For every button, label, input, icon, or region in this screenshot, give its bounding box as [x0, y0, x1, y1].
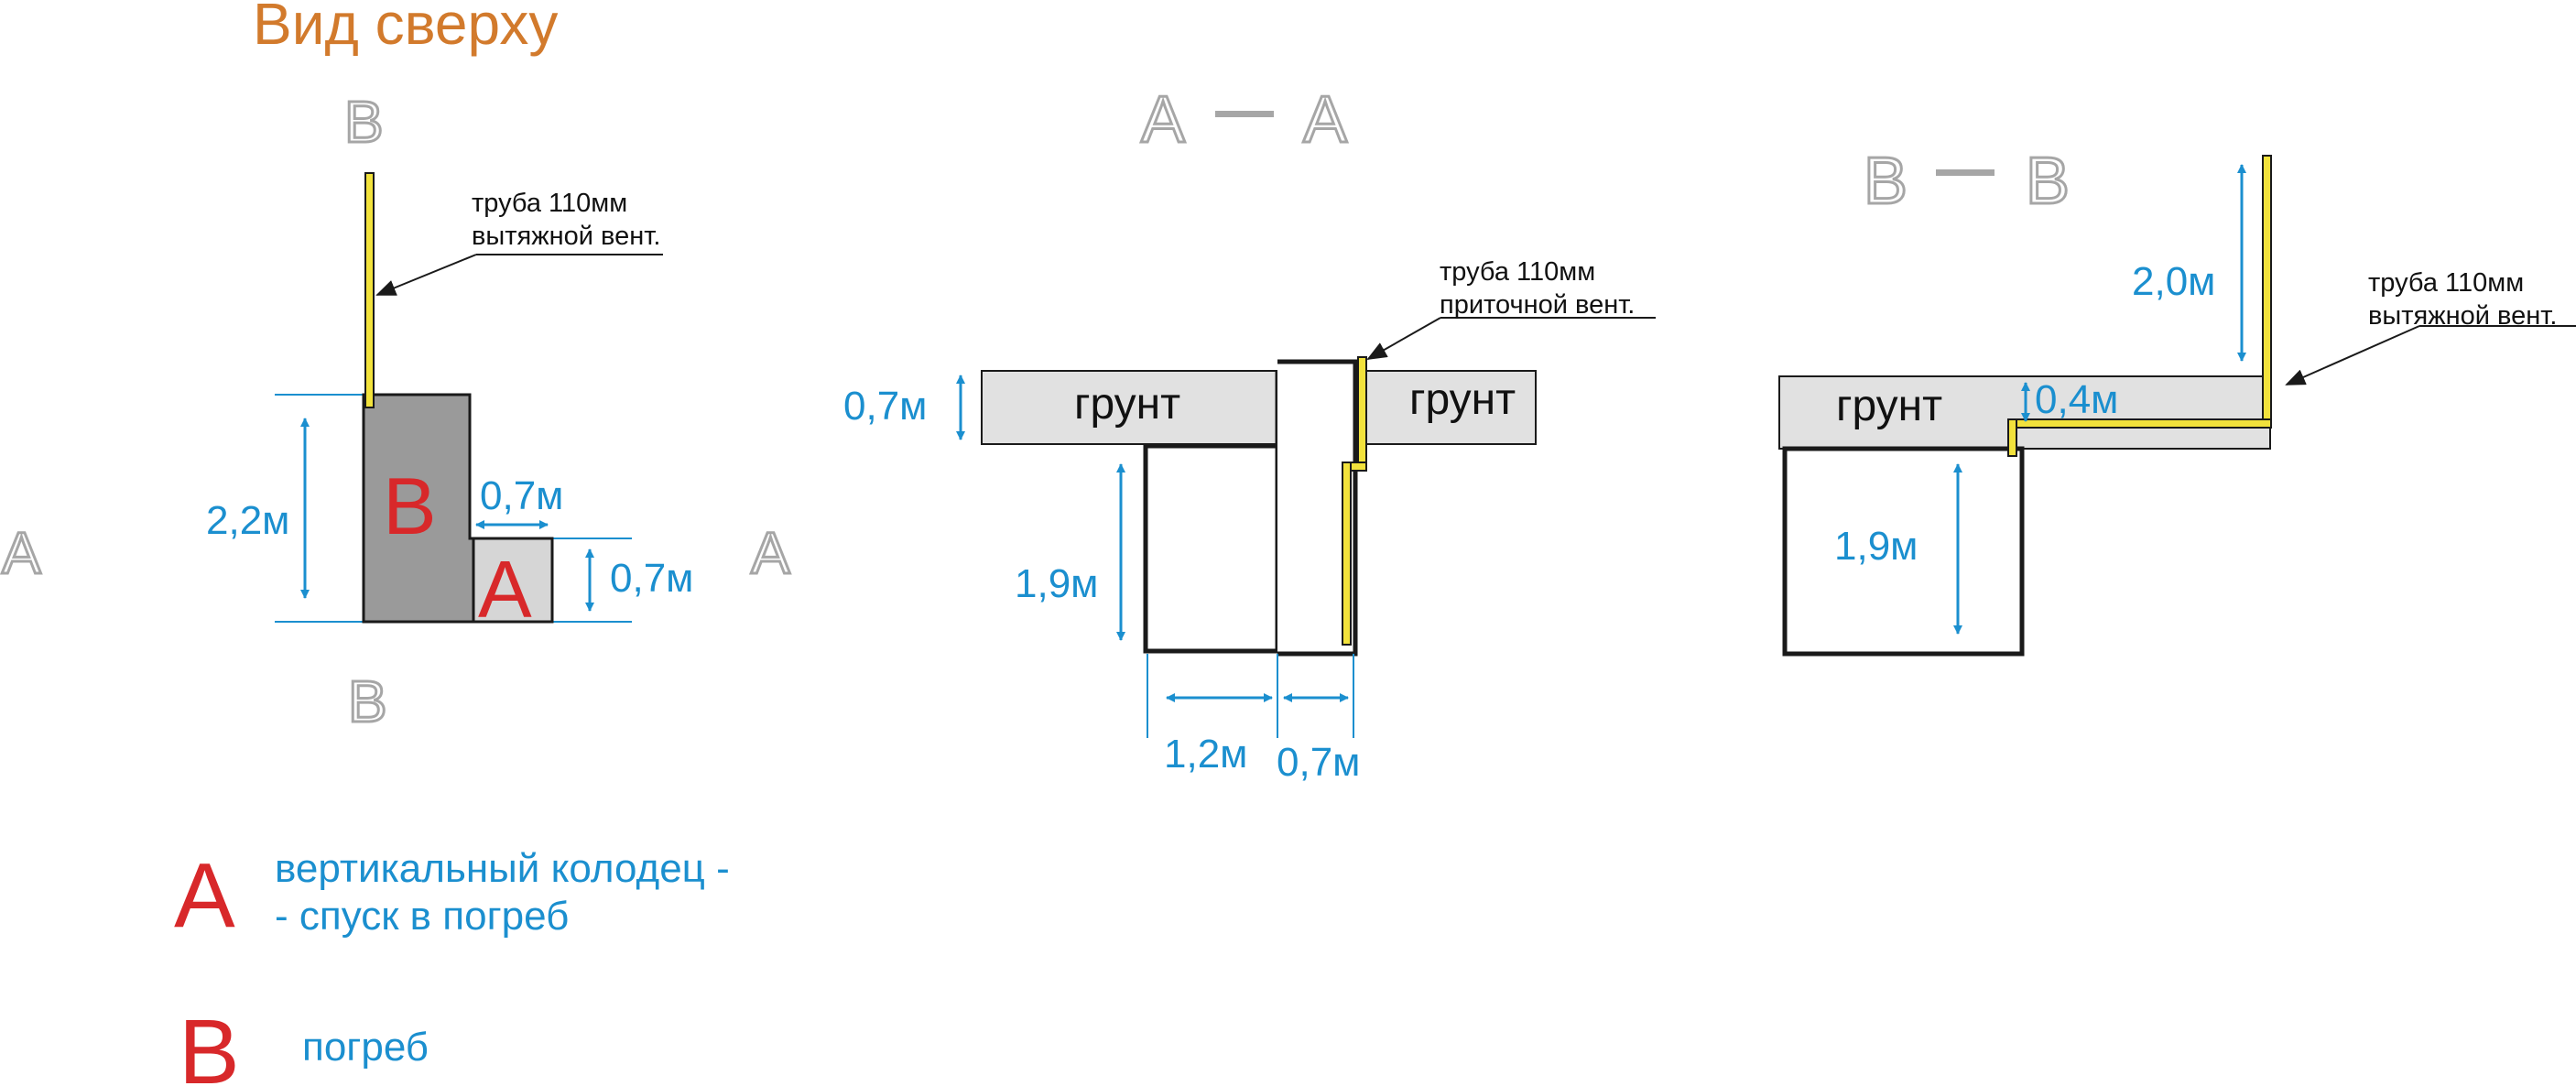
section-bb-title-right: B [2026, 145, 2070, 218]
section-a-right-marker: A [751, 520, 790, 586]
pipe-leader-arrow [1366, 317, 1441, 360]
exhaust-pipe-inlet [2007, 418, 2017, 457]
pipe-leader-arrow [2285, 325, 2420, 386]
dimension-pipe-height: 2,0м [2132, 259, 2215, 304]
supply-pipe-lower [1342, 462, 1352, 646]
legend-a-text: вертикальный колодец - [275, 846, 730, 891]
dimension-soil-depth: 0,4м [2035, 377, 2118, 422]
cellar-section [1782, 446, 2025, 657]
section-aa: А А грунт грунт труба 110мм приточной ве… [843, 82, 1656, 785]
dimension-well-width: 0,7м [1277, 740, 1360, 785]
cellar-letter: B [383, 461, 437, 551]
well-shaft [1277, 359, 1358, 657]
cellar-section [1143, 443, 1280, 654]
pipe-label: вытяжной вент. [2368, 301, 2557, 331]
legend-b-text: погреб [302, 1025, 429, 1070]
soil-label-right: грунт [1409, 375, 1516, 424]
dimension-cellar-height: 1,9м [1015, 561, 1098, 606]
dimension-well-width: 0,7м [480, 473, 563, 518]
section-b-bottom-marker: B [348, 668, 387, 734]
dimension-cellar-width: 1,2м [1164, 732, 1247, 776]
top-view: Вид сверху B B A A B A труба 110мм вытяж… [1, 0, 792, 736]
well-letter: A [478, 544, 532, 635]
section-aa-title-right: А [1303, 83, 1347, 157]
dimension-well-depth: 0,7м [610, 556, 693, 601]
section-bb-title-dash [1936, 169, 1994, 176]
section-a-left-marker: A [2, 520, 41, 586]
dimension-cellar-height: 1,9м [1834, 524, 1918, 569]
pipe-label: труба 110мм [1440, 257, 1595, 287]
section-bb: B B грунт труба 110мм вытяжной вент. 2,0… [1778, 144, 2576, 657]
section-aa-title-left: А [1141, 83, 1185, 157]
soil-label-left: грунт [1074, 380, 1180, 429]
pipe-label: вытяжной вент. [472, 222, 660, 251]
supply-pipe-upper [1357, 356, 1367, 463]
exhaust-pipe-vertical [2262, 155, 2272, 429]
pipe-leader-arrow [375, 254, 477, 296]
exhaust-pipe [364, 172, 375, 408]
top-view-title: Вид сверху [253, 0, 558, 57]
legend: A вертикальный колодец - - спуск в погре… [174, 844, 730, 1086]
section-b-top-marker: B [344, 89, 384, 155]
dimension-soil-depth: 0,7м [843, 384, 927, 429]
pipe-label: труба 110мм [472, 189, 627, 218]
legend-a-text: - спуск в погреб [275, 894, 569, 939]
section-bb-title-left: B [1864, 145, 1908, 218]
pipe-label: труба 110мм [2368, 268, 2524, 298]
section-aa-title-dash [1215, 111, 1274, 117]
soil-label: грунт [1836, 382, 1942, 430]
legend-a-letter: A [174, 844, 235, 947]
well-plan [472, 537, 554, 624]
pipe-label: приточной вент. [1440, 290, 1635, 320]
legend-b-letter: B [179, 1001, 240, 1086]
dimension-cellar-length: 2,2м [206, 498, 289, 543]
